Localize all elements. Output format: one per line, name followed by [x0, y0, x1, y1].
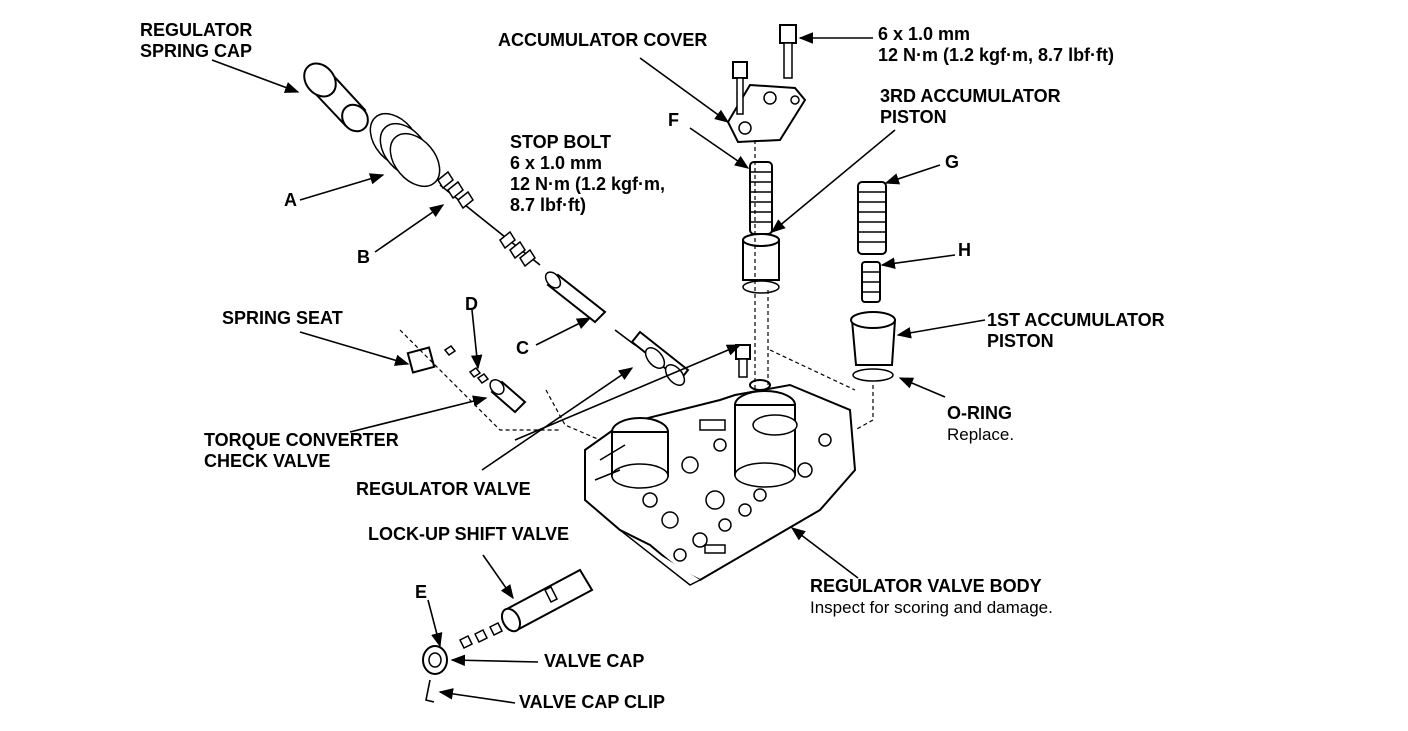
label-first-accumulator-piston: 1ST ACCUMULATOR PISTON [987, 310, 1165, 352]
label-regulator-spring-cap: REGULATOR SPRING CAP [140, 20, 252, 62]
spring-e-part [458, 621, 504, 650]
spring-a-part [369, 112, 441, 188]
bolt-icon [779, 24, 797, 79]
spring-b-part [437, 170, 541, 268]
label-note: Replace. [947, 425, 1015, 444]
label-valve-cap-clip: VALVE CAP CLIP [519, 692, 666, 712]
label-cover-bolt-spec: 6 x 1.0 mm 12 N·m (1.2 kgf·m, 8.7 lbf·ft… [878, 24, 1114, 66]
label-o-ring: O-RING Replace. [947, 403, 1014, 445]
valve-cap-clip-part [425, 679, 435, 703]
lockup-shift-valve-part [500, 568, 594, 633]
label-line: 1ST ACCUMULATOR [987, 310, 1165, 330]
label-line: PISTON [880, 107, 947, 127]
label-letter-f: F [668, 110, 679, 130]
label-line: O-RING [947, 403, 1012, 423]
label-regulator-valve: REGULATOR VALVE [356, 479, 531, 499]
label-line: 6 x 1.0 mm [878, 24, 971, 44]
label-line: 6 x 1.0 mm [510, 153, 603, 173]
label-line: PISTON [987, 331, 1054, 351]
label-line: 12 N·m (1.2 kgf·m, [510, 174, 666, 194]
label-accumulator-cover: ACCUMULATOR COVER [498, 30, 708, 50]
label-line: SPRING CAP [140, 41, 253, 61]
label-spring-seat: SPRING SEAT [222, 308, 343, 328]
label-line: 8.7 lbf·ft) [510, 195, 586, 215]
stop-bolt-part [735, 344, 751, 378]
accumulator-cover-part [726, 83, 807, 144]
label-stop-bolt: STOP BOLT 6 x 1.0 mm 12 N·m (1.2 kgf·m, … [510, 132, 665, 216]
label-letter-h: H [958, 240, 971, 260]
part-c [544, 271, 607, 324]
spring-h-part [861, 261, 881, 303]
label-torque-converter-check-valve: TORQUE CONVERTER CHECK VALVE [204, 430, 399, 472]
label-letter-a: A [284, 190, 297, 210]
label-line: REGULATOR [140, 20, 253, 40]
third-accumulator-piston-part [742, 233, 780, 294]
label-line: STOP BOLT [510, 132, 612, 152]
label-letter-d: D [465, 294, 478, 314]
regulator-valve-part [614, 329, 690, 386]
spring-f-part [749, 161, 773, 235]
valve-cap-part [422, 645, 448, 675]
arrow-icon [211, 32, 986, 704]
torque-converter-check-valve-part [489, 379, 527, 414]
label-line: TORQUE CONVERTER [204, 430, 399, 450]
first-accumulator-piston-part [850, 311, 897, 382]
assembly-line [399, 140, 874, 441]
label-line: 3RD ACCUMULATOR [880, 86, 1061, 106]
label-letter-e: E [415, 582, 428, 602]
label-letter-b: B [357, 247, 370, 267]
spring-seat-part [406, 344, 490, 385]
label-regulator-valve-body: REGULATOR VALVE BODY Inspect for scoring… [810, 576, 1053, 618]
label-letter-g: G [945, 152, 960, 172]
label-note: Inspect for scoring and damage. [810, 598, 1053, 617]
regulator-spring-cap-part [303, 62, 369, 133]
label-line: CHECK VALVE [204, 451, 331, 471]
label-third-accumulator-piston: 3RD ACCUMULATOR PISTON [880, 86, 1061, 128]
label-line: REGULATOR VALVE BODY [810, 576, 1042, 596]
label-line: 12 N·m (1.2 kgf·m, 8.7 lbf·ft) [878, 45, 1115, 65]
regulator-valve-body-part [584, 379, 857, 586]
bolt-icon [732, 61, 748, 115]
spring-g-part [857, 181, 887, 255]
label-lockup-shift-valve: LOCK-UP SHIFT VALVE [368, 524, 570, 544]
label-letter-c: C [516, 338, 529, 358]
label-valve-cap: VALVE CAP [544, 651, 645, 671]
